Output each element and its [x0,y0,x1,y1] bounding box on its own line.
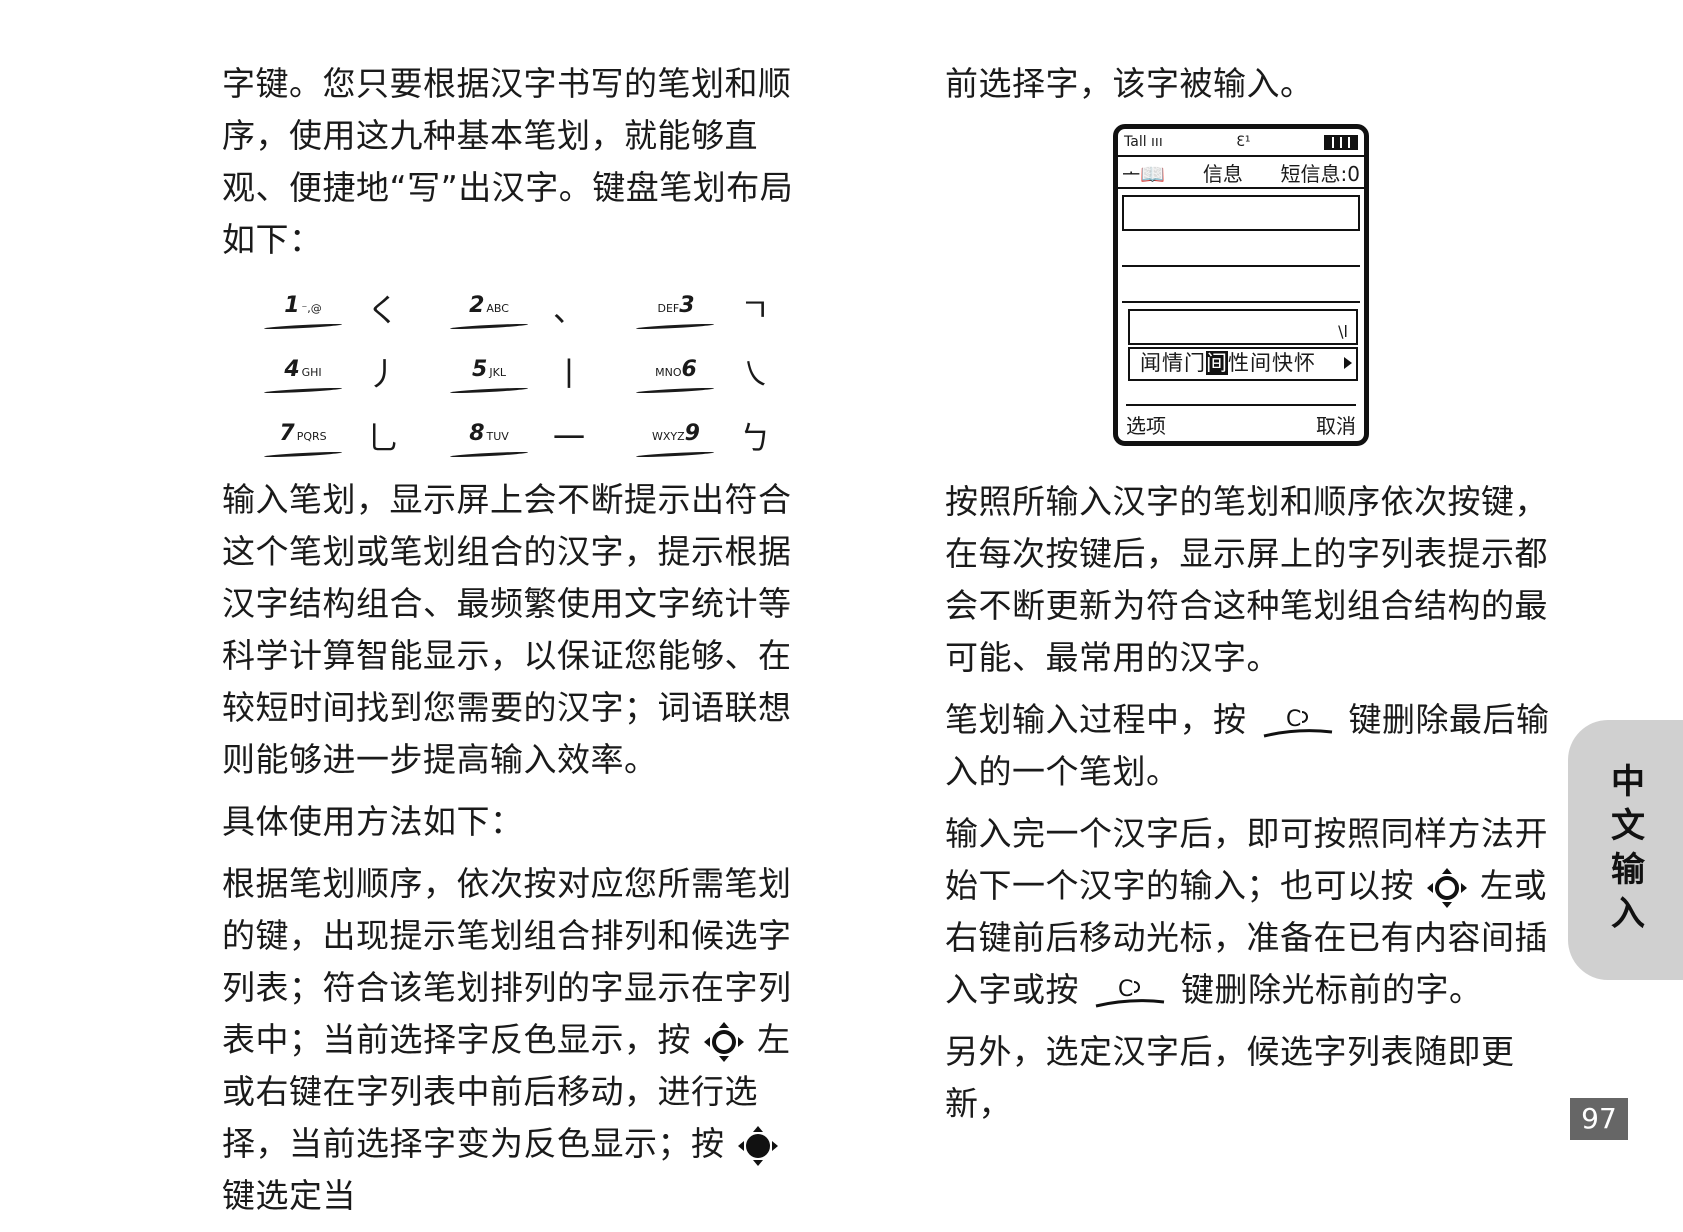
text-span: 左或右键在字列表中前后移动，进行选择，当前选择字变为反色显示；按 [222,1020,791,1163]
phone-softkeys: 选项 取消 [1126,404,1356,439]
battery-icon [1324,134,1358,150]
page-number: 97 [1570,1098,1628,1140]
right-paragraph-4: 输入完一个汉字后，即可按照同样方法开始下一个汉字的输入；也可以按 左或右键前后移… [945,808,1550,1016]
key-6-icon: MNO6 [636,355,714,389]
left-paragraph-2: 输入笔划，显示屏上会不断提示出符合这个笔划或笔划组合的汉字，提示根据汉字结构组合… [222,480,792,779]
phone-title-bar: ᅩ📖 信息 短信息:0 [1118,157,1364,189]
right-paragraph-3: 笔划输入过程中，按 C 键删除最后输入的一个笔划。 [945,694,1550,798]
stroke-glyph: 乚 [366,419,399,457]
clear-key-icon: C [1095,977,1165,1007]
left-paragraph-1: 字键。您只要根据汉字书写的笔划和顺序，使用这九种基本笔划，就能够直观、便捷地“写… [222,64,794,259]
text-span: 键删除最后输入的一个笔划。 [945,700,1550,791]
softkey-cancel: 取消 [1316,414,1356,438]
stroke-sequence: \l [1338,322,1348,341]
text-span: 笔划输入过程中，按 [945,700,1247,739]
svg-text:C: C [1118,977,1134,1002]
stroke-glyph: ㄅ [738,419,771,457]
right-paragraph-5: 另外，选定汉字后，候选字列表随即更新， [945,1032,1515,1123]
phone-screen-illustration: Tall ııı Ɛ¹ ᅩ📖 信息 短信息:0 \l 闻情门间性间快怀 选项 取… [1113,124,1369,446]
stroke-glyph: 丿 [366,355,399,393]
text-span: 输入完一个汉字后，即可按照同样方法开始下一个汉字的输入；也可以按 [945,814,1548,905]
message-indicator-icon: Ɛ¹ [1236,134,1251,150]
text-line [1122,195,1360,231]
right-column: 前选择字，该字被输入。 Tall ııı Ɛ¹ ᅩ📖 信息 短信息:0 \l 闻… [945,58,1550,1140]
chapter-tab: 中文输入 [1568,720,1683,980]
right-paragraph-1: 前选择字，该字被输入。 [945,64,1314,103]
stroke-cell: WXYZ9 ㄅ [636,413,822,459]
svg-text:C: C [1286,707,1302,732]
key-3-icon: DEF3 [636,291,714,325]
left-paragraph-4: 根据笔划顺序，依次按对应您所需笔划的键，出现提示笔划组合排列和候选字列表；符合该… [222,858,822,1222]
phone-sms-count: 短信息:0 [1280,161,1360,186]
text-span: 根据笔划顺序，依次按对应您所需笔划的键，出现提示笔划组合排列和候选字列表；符合该… [222,864,792,1059]
chapter-tab-label: 中文输入 [1611,762,1645,934]
phone-stroke-input: \l [1128,309,1358,345]
ok-key-icon [737,1125,778,1166]
candidate-chars: 闻情门 [1140,351,1206,375]
phone-status-bar: Tall ııı Ɛ¹ [1118,129,1364,157]
text-span: 键选定当 [222,1176,356,1215]
text-span: 键删除光标前的字。 [1181,970,1483,1009]
text-span: 左或右键前后移动光标，准备在已有内容间插入字或按 [945,866,1548,1009]
selected-candidate: 间 [1206,351,1228,375]
candidate-chars: 性间快怀 [1228,351,1316,375]
phone-candidate-list: 闻情门间性间快怀 [1128,347,1358,381]
key-1-icon: 1⁻,@ [264,291,342,325]
nav-key-icon [704,1021,744,1062]
stroke-cell: 1⁻,@ く [264,285,450,331]
right-paragraph-2: 按照所输入汉字的笔划和顺序依次按键，在每次按键后，显示屏上的字列表提示都会不断更… [945,482,1548,677]
phone-title: 信息 [1202,161,1243,186]
stroke-cell: MNO6 ㇏ [636,349,822,395]
left-column: 字键。您只要根据汉字书写的笔划和顺序，使用这九种基本笔划，就能够直观、便捷地“写… [222,58,822,1232]
text-line [1122,267,1360,303]
stroke-glyph: 丨 [552,355,585,393]
stroke-glyph: ㇏ [738,355,771,393]
phone-text-area [1122,195,1360,303]
clear-key-icon: C [1263,707,1332,737]
stroke-glyph: 一 [552,419,585,457]
input-mode-icon: ᅩ📖 [1122,161,1166,186]
key-9-icon: WXYZ9 [636,419,714,453]
signal-icon: Tall ııı [1124,134,1163,150]
left-paragraph-3: 具体使用方法如下： [222,802,524,841]
stroke-cell: DEF3 ㄱ [636,285,822,331]
text-line [1122,231,1360,267]
stroke-glyph: く [366,291,399,329]
stroke-glyph: 、 [552,291,585,329]
stroke-glyph: ㄱ [740,291,770,329]
nav-key-icon [1427,867,1467,908]
softkey-options: 选项 [1126,414,1166,438]
